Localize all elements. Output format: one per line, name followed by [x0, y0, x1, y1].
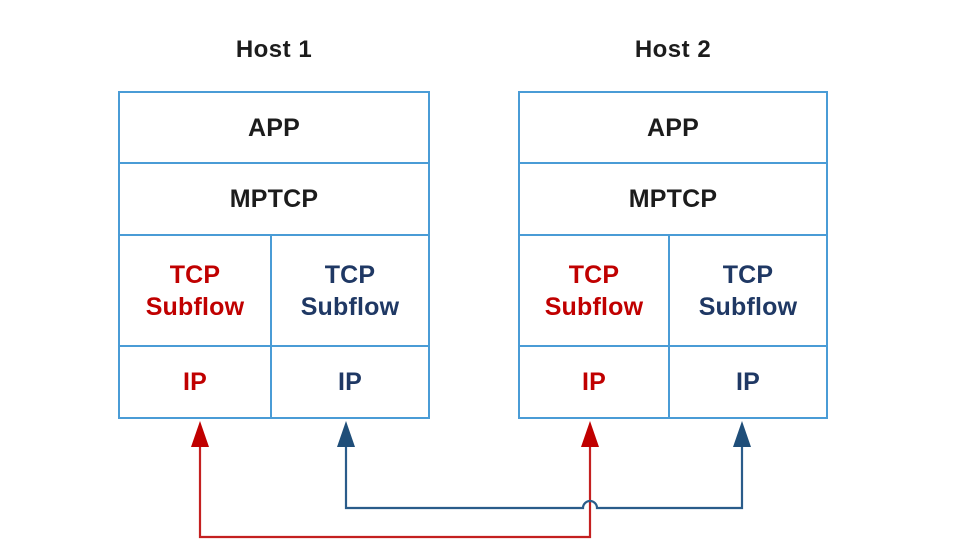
- host1-app-label: APP: [247, 113, 300, 142]
- host2-title: Host 2: [634, 36, 712, 63]
- host1-ip-right-label: IP: [337, 368, 363, 396]
- host2-box: APP MPTCP TCP Subflow TCP Subflow IP IP: [518, 91, 828, 419]
- host1-subflow-right-cell: TCP Subflow: [270, 236, 428, 345]
- host2-subflow-left-cell: TCP Subflow: [520, 236, 668, 345]
- host1-title: Host 1: [235, 36, 313, 63]
- host2-ip-right-label: IP: [735, 368, 761, 396]
- host1-ip-left-label: IP: [182, 368, 208, 396]
- blue-connection-line: [344, 446, 744, 510]
- host1-subflow-left-label: TCP Subflow: [145, 260, 245, 321]
- host2-mptcp-layer: MPTCP: [520, 162, 826, 234]
- host1-subflow-left-cell: TCP Subflow: [120, 236, 270, 345]
- red-arrowhead-host1: [191, 421, 209, 447]
- blue-arrowhead-host1: [337, 421, 355, 447]
- host2-ip-left-cell: IP: [520, 347, 668, 417]
- host1-ip-left-cell: IP: [120, 347, 270, 417]
- host2-app-layer: APP: [520, 93, 826, 162]
- host2-app-label: APP: [646, 113, 699, 142]
- host1-box: APP MPTCP TCP Subflow TCP Subflow IP IP: [118, 91, 430, 419]
- host1-ip-right-cell: IP: [270, 347, 428, 417]
- red-arrowhead-host2: [581, 421, 599, 447]
- blue-arrowhead-host2: [733, 421, 751, 447]
- host1-app-layer: APP: [120, 93, 428, 162]
- host2-subflow-left-label: TCP Subflow: [544, 260, 644, 321]
- host2-ip-left-label: IP: [581, 368, 607, 396]
- host1-ip-layer: IP IP: [120, 345, 428, 417]
- host2-ip-right-cell: IP: [668, 347, 826, 417]
- host2-subflow-right-label: TCP Subflow: [698, 260, 798, 321]
- host1-subflow-layer: TCP Subflow TCP Subflow: [120, 234, 428, 345]
- host2-subflow-right-cell: TCP Subflow: [668, 236, 826, 345]
- host2-subflow-layer: TCP Subflow TCP Subflow: [520, 234, 826, 345]
- host1-mptcp-layer: MPTCP: [120, 162, 428, 234]
- red-connection-line: [198, 446, 592, 539]
- host1-mptcp-label: MPTCP: [229, 185, 319, 213]
- host2-ip-layer: IP IP: [520, 345, 826, 417]
- host2-mptcp-label: MPTCP: [628, 185, 718, 213]
- host1-subflow-right-label: TCP Subflow: [300, 260, 400, 321]
